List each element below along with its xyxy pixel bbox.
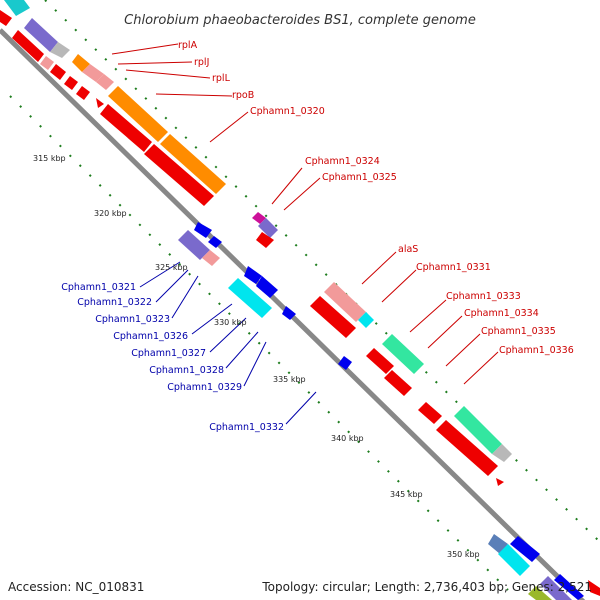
tick-label: 315 kbp [33, 154, 66, 163]
reverse-features [178, 222, 584, 600]
gene-label[interactable]: Cphamn1_0332 [209, 422, 284, 433]
reverse-leaders [139, 261, 317, 425]
gene-label[interactable]: Cphamn1_0323 [95, 314, 170, 325]
arrow-f4 [50, 64, 66, 80]
gene-label[interactable]: Cphamn1_0327 [131, 348, 206, 359]
gene-label[interactable]: Cphamn1_0322 [77, 297, 152, 308]
guide-line-outer [44, 0, 600, 543]
gene-label[interactable]: Cphamn1_0329 [167, 382, 242, 393]
arrow-f1 [0, 10, 12, 26]
gene-bottom-blue [510, 536, 540, 562]
gene-label[interactable]: Cphamn1_0334 [464, 308, 539, 319]
gene-0322 [202, 250, 220, 266]
forward-leaders [111, 43, 499, 385]
gene-rpoB [108, 86, 168, 142]
gene-rplL [96, 74, 114, 90]
tick-label: 340 kbp [331, 434, 364, 443]
arrow-f17 [588, 580, 600, 596]
gene-label[interactable]: rplL [212, 73, 231, 84]
gene-0331 [358, 312, 374, 328]
gene-bottom-cyan [498, 544, 530, 576]
arrow-f8 [100, 104, 152, 152]
arrow-f2 [12, 30, 44, 62]
arrow-f5 [64, 76, 78, 90]
tick-label: 330 kbp [214, 318, 247, 327]
gene-label[interactable]: Cphamn1_0325 [322, 172, 397, 183]
tick-label: 320 kbp [94, 209, 127, 218]
gene-top-purple [24, 18, 58, 52]
map-title: Chlorobium phaeobacteroides BS1, complet… [124, 13, 476, 28]
arrow-f15 [436, 420, 498, 476]
gene-alaS [324, 282, 366, 322]
tick-label: 350 kbp [447, 550, 480, 559]
gene-bottom-purple [540, 576, 572, 600]
gene-0332 [338, 356, 352, 370]
gene-0327 [244, 266, 262, 284]
gene-0329 [282, 306, 296, 320]
tick-label: 325 kbp [155, 263, 188, 272]
tick-label: 335 kbp [273, 375, 306, 384]
tick-labels: 315 kbp 320 kbp 325 kbp 330 kbp 335 kbp … [33, 154, 480, 559]
forward-features [4, 0, 512, 462]
gene-label[interactable]: Cphamn1_0333 [446, 291, 521, 302]
gene-0336 [454, 406, 502, 454]
accession-text: Accession: NC_010831 [8, 580, 145, 594]
guide-line-inner [9, 95, 509, 591]
gene-0333 [382, 334, 424, 374]
arrow-f14 [418, 402, 442, 424]
gene-0320 [160, 134, 226, 194]
gene-0324 [252, 212, 266, 224]
gene-label[interactable]: Cphamn1_0328 [149, 365, 224, 376]
gene-top-cyan [4, 0, 30, 16]
arrow-f12 [366, 348, 394, 374]
tick-label: 345 kbp [390, 490, 423, 499]
gene-label[interactable]: Cphamn1_0321 [61, 282, 136, 293]
forward-arrows [0, 10, 600, 596]
gene-top-gray [50, 42, 70, 58]
arrow-f6 [76, 86, 90, 100]
gene-rplA [72, 54, 90, 72]
gene-label[interactable]: Cphamn1_0331 [416, 262, 491, 273]
gene-label[interactable]: rplA [178, 40, 198, 51]
gene-bottom-olive [528, 586, 552, 600]
topology-text: Topology: circular; Length: 2,736,403 bp… [262, 580, 592, 594]
arrow-f13 [384, 370, 412, 396]
gene-label[interactable]: Cphamn1_0336 [499, 345, 574, 356]
gene-0326 [228, 278, 272, 318]
gene-0336-tail [492, 444, 512, 462]
gene-label[interactable]: Cphamn1_0320 [250, 106, 325, 117]
forward-gene-labels: rplA rplJ rplL rpoB Cphamn1_0320 Cphamn1… [178, 40, 574, 356]
gene-0325 [258, 218, 278, 238]
genome-backbone [0, 28, 586, 600]
arrow-f10 [256, 232, 274, 248]
arrow-f11 [310, 296, 356, 338]
arrow-f3 [40, 56, 54, 70]
gene-label[interactable]: rplJ [194, 57, 209, 68]
gene-label[interactable]: rpoB [232, 90, 254, 101]
gene-label[interactable]: Cphamn1_0335 [481, 326, 556, 337]
gene-bottom-blue2 [554, 574, 584, 600]
reverse-gene-labels: Cphamn1_0321 Cphamn1_0322 Cphamn1_0323 C… [61, 282, 284, 433]
gene-0328 [256, 276, 278, 298]
gene-rplJ [82, 64, 104, 82]
gene-0323b [208, 236, 222, 248]
gene-0323 [194, 222, 212, 238]
arrow-f16 [496, 478, 504, 486]
arrow-f9 [144, 144, 214, 206]
gene-0321 [178, 230, 210, 260]
gene-label[interactable]: Cphamn1_0326 [113, 331, 188, 342]
arrow-f7 [96, 98, 104, 108]
gene-label[interactable]: Cphamn1_0324 [305, 156, 380, 167]
gene-label[interactable]: alaS [398, 244, 418, 255]
